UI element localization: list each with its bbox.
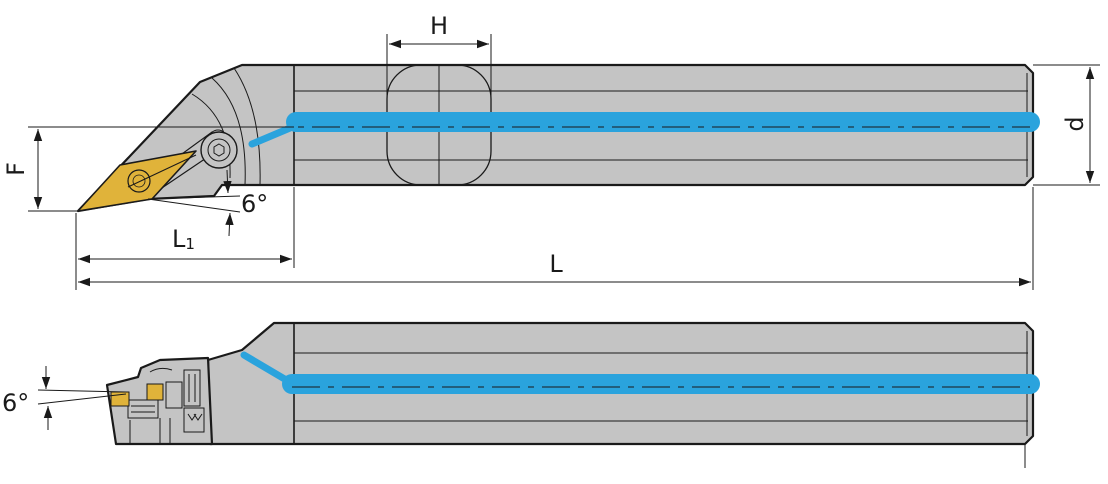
top-view [76, 63, 1040, 213]
hex-socket-icon [213, 143, 225, 157]
angle-top-arrow-upper [223, 169, 232, 194]
side-screw-lower [183, 407, 205, 433]
side-insert-left [110, 391, 130, 407]
side-insert-seat [127, 399, 159, 419]
dim-d-label: d [1061, 116, 1089, 131]
side-coolant-branch [240, 351, 292, 385]
head-arc-1 [211, 77, 246, 186]
side-clamp-block [165, 381, 183, 409]
head-arc-2 [233, 67, 261, 186]
insert-wedge [127, 154, 197, 188]
dim-l1-label: L1 [172, 225, 195, 253]
insert-hole [127, 169, 151, 193]
angle-bottom-label: 6° [2, 389, 29, 417]
top-coolant-branch [248, 124, 294, 148]
side-insert-right [146, 383, 164, 401]
dimensions: H d F 6° L1 L [2, 12, 1100, 290]
side-screw-body [183, 369, 201, 407]
dim-l-label: L [549, 250, 563, 278]
angle-top-arrow-lower [225, 212, 234, 237]
insert-hole-inner [132, 174, 146, 188]
dim-f-label: F [2, 162, 30, 176]
top-view-body [76, 63, 1035, 213]
dim-h-label: H [430, 12, 448, 40]
hex-screw-inner [207, 138, 231, 162]
side-view: 6° [2, 321, 1040, 468]
angle-top-label: 6° [241, 190, 268, 218]
